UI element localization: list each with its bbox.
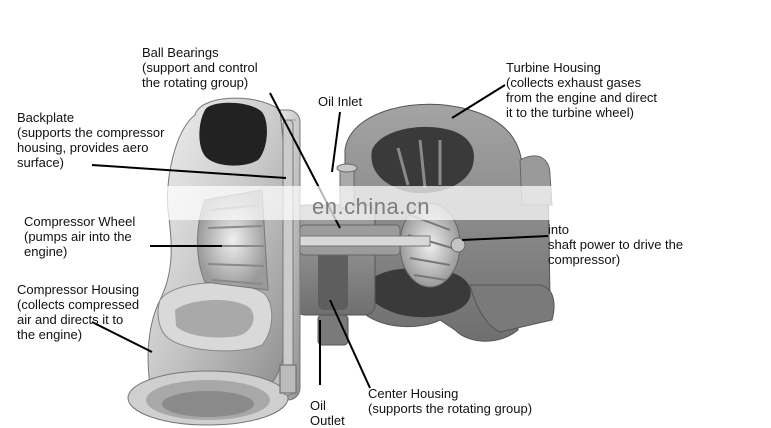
label-line: Compressor Wheel	[24, 214, 136, 229]
leader-compressor-housing	[91, 321, 153, 353]
label-line: Outlet	[310, 413, 345, 428]
label-line: (collects compressed	[17, 297, 140, 312]
label-line: the engine)	[17, 327, 83, 342]
label-line: Center Housing	[368, 386, 459, 401]
leader-center-housing	[329, 299, 371, 389]
label-line: the rotating group)	[142, 75, 249, 90]
label-ball-bearings: Ball Bearings (support and control the r…	[142, 45, 258, 90]
label-line: compressor)	[548, 252, 621, 267]
watermark-text: en.china.cn	[312, 194, 431, 219]
label-turbine-housing: Turbine Housing (collects exhaust gases …	[506, 60, 657, 120]
leader-oil-inlet	[331, 111, 341, 173]
leader-backplate	[91, 164, 287, 179]
label-line: Turbine Housing	[506, 60, 601, 75]
label-line: Compressor Housing	[17, 282, 140, 297]
label-line: into	[548, 222, 569, 237]
label-line: (supports the compressor	[17, 125, 165, 140]
label-line: Backplate	[17, 110, 75, 125]
label-line: (collects exhaust gases	[506, 75, 642, 90]
label-oil-inlet: Oil Inlet	[318, 94, 362, 109]
leader-turbine-housing	[451, 84, 506, 119]
label-line: engine)	[24, 244, 68, 259]
label-line: Ball Bearings	[142, 45, 219, 60]
label-oil-outlet: Oil Outlet	[310, 398, 345, 428]
label-line: surface)	[17, 155, 64, 170]
label-compressor-wheel: Compressor Wheel (pumps air into the eng…	[24, 214, 135, 259]
compressor-inlet-shape	[127, 370, 289, 426]
leader-turbine-wheel	[461, 235, 549, 241]
label-line: Oil Inlet	[318, 94, 363, 109]
label-line: air and directs it to	[17, 312, 124, 327]
label-line: it to the turbine wheel)	[506, 105, 634, 120]
label-line: (supports the rotating group)	[368, 401, 533, 416]
label-turbine-wheel: into shaft power to drive the compressor…	[548, 222, 683, 267]
label-line: shaft power to drive the	[548, 237, 684, 252]
watermark-band	[160, 186, 720, 220]
label-line: housing, provides aero	[17, 140, 149, 155]
label-line: Oil	[310, 398, 326, 413]
label-compressor-housing: Compressor Housing (collects compressed …	[17, 282, 139, 342]
label-line: (support and control	[142, 60, 258, 75]
label-backplate: Backplate (supports the compressor housi…	[17, 110, 164, 170]
label-line: from the engine and direct	[506, 90, 658, 105]
label-line: (pumps air into the	[24, 229, 132, 244]
label-center-housing: Center Housing (supports the rotating gr…	[368, 386, 532, 416]
